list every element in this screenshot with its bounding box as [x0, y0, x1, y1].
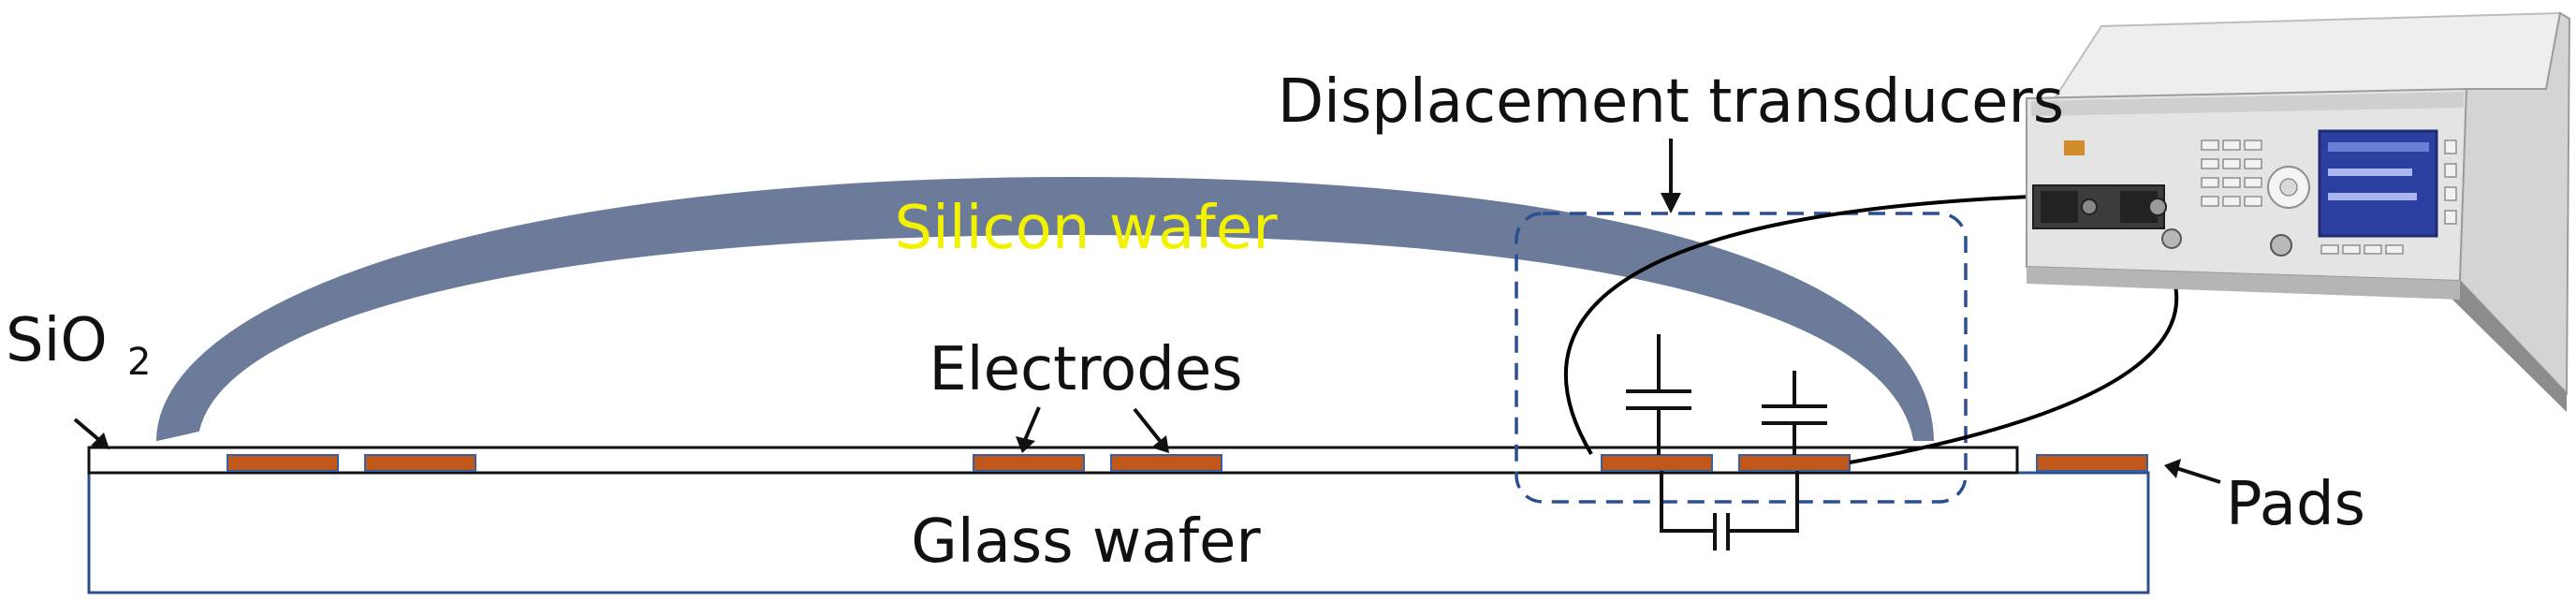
silicon-wafer	[155, 176, 1935, 442]
electrode	[1738, 454, 1851, 472]
arrow	[1016, 406, 1041, 453]
arrow	[1661, 139, 1681, 213]
sio2-subscript: 2	[127, 341, 151, 384]
wire	[1563, 195, 2032, 456]
arrow	[73, 418, 110, 449]
lcr-meter-icon	[2026, 11, 2571, 412]
electrode	[1110, 454, 1222, 472]
electrode	[1601, 454, 1713, 472]
pads-label: Pads	[2226, 470, 2365, 539]
capacitor-icon	[1762, 371, 1827, 455]
electrodes-group	[227, 454, 1851, 472]
silicon-wafer-label: Silicon wafer	[895, 194, 1279, 263]
capacitor-icon	[1626, 334, 1691, 455]
transducer-dashed-box	[1515, 212, 1968, 504]
electrodes-label: Electrodes	[929, 335, 1242, 404]
pad	[2036, 454, 2148, 472]
glass-wafer-label: Glass wafer	[911, 507, 1261, 577]
capacitor-icon	[1660, 471, 1799, 550]
arrow	[1133, 407, 1169, 453]
displacement-transducers-label: Displacement transducers	[1278, 67, 2064, 137]
glass-wafer	[87, 471, 2150, 594]
electrode	[973, 454, 1085, 472]
sio2-label: SiO	[6, 306, 108, 375]
electrode	[227, 454, 339, 472]
electrode	[364, 454, 476, 472]
arrow	[2164, 459, 2221, 484]
